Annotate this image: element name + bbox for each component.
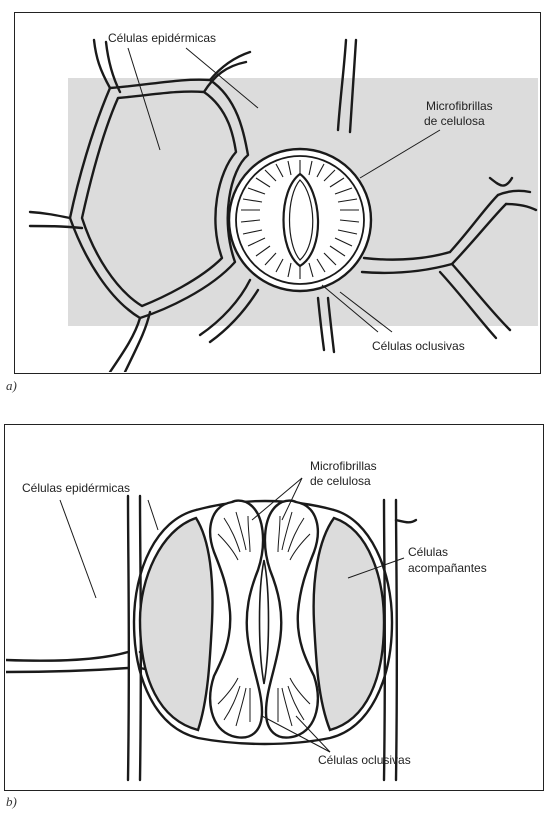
panel-tag-a: a) <box>6 378 17 394</box>
diagram-panel-b <box>4 424 544 791</box>
diagram-frame-a <box>14 12 541 374</box>
panel-tag-b: b) <box>6 794 17 810</box>
